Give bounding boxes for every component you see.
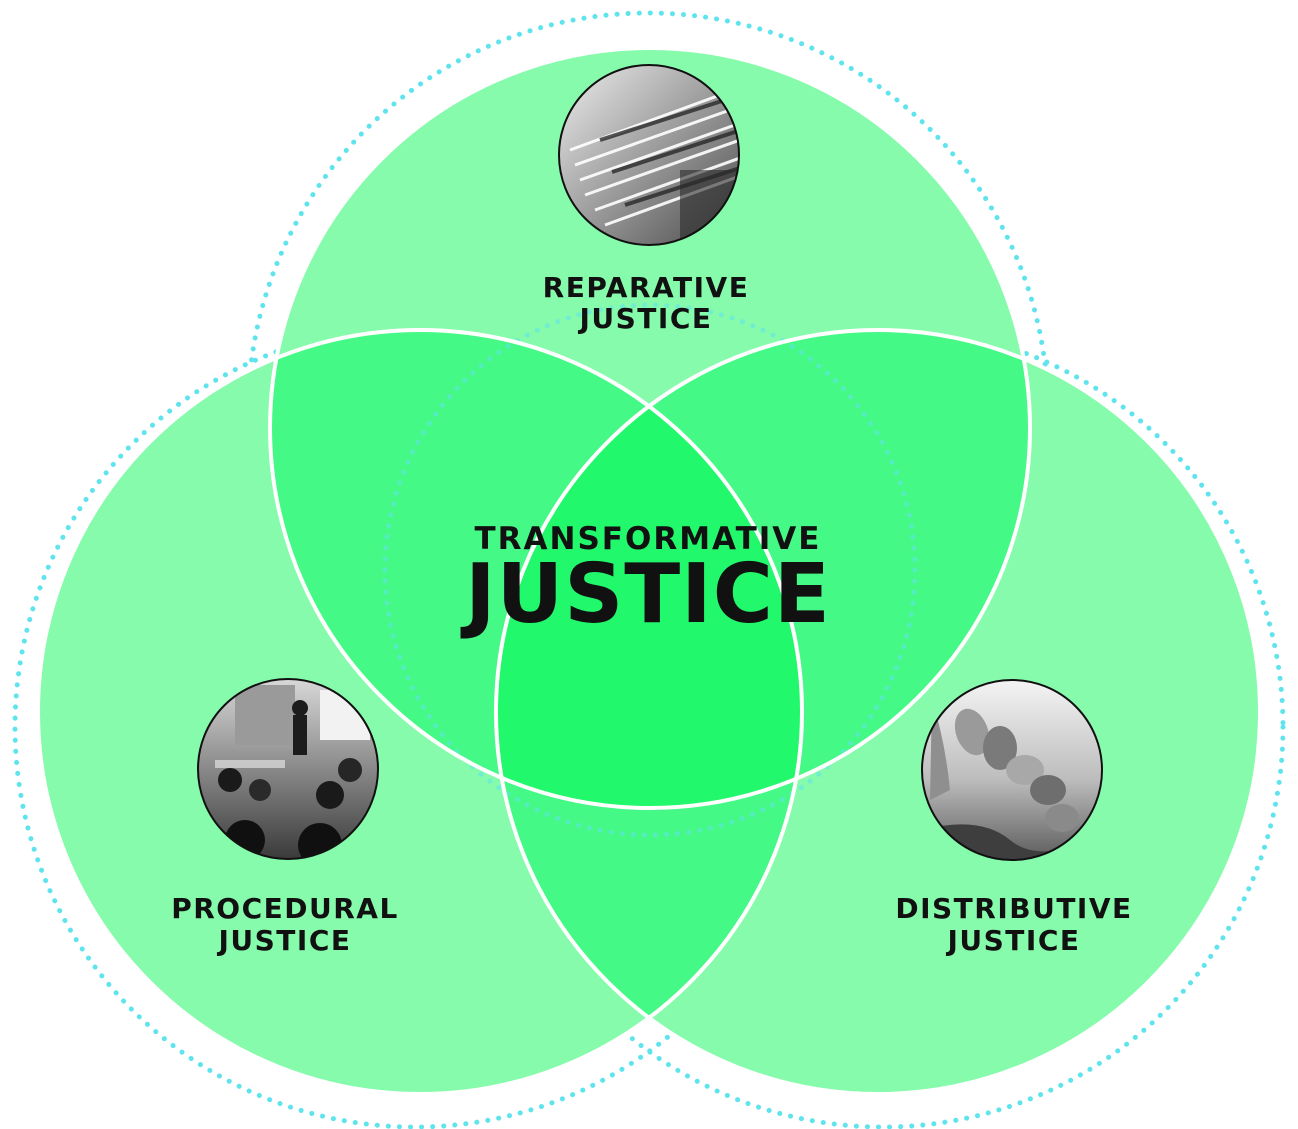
label-distributive: DISTRIBUTIVE JUSTICE xyxy=(895,892,1132,957)
circle-outlines xyxy=(36,46,1262,1096)
stacked-papers-photo xyxy=(558,64,740,246)
transformative-line2: JUSTICE xyxy=(460,547,831,642)
procedural-line1: PROCEDURAL xyxy=(171,892,399,925)
inner-dotted-ring xyxy=(382,302,918,838)
reparative-line1: REPARATIVE xyxy=(543,271,750,304)
distributive-line1: DISTRIBUTIVE xyxy=(895,892,1132,925)
procedural-line2: JUSTICE xyxy=(216,924,351,957)
label-procedural: PROCEDURAL JUSTICE xyxy=(171,892,399,957)
triple-overlap xyxy=(496,330,802,808)
distributive-line2: JUSTICE xyxy=(945,924,1080,957)
label-reparative: REPARATIVE JUSTICE xyxy=(543,271,750,335)
transformative-line1: TRANSFORMATIVE xyxy=(475,521,822,557)
reparative-line2: JUSTICE xyxy=(577,302,712,335)
label-transformative: TRANSFORMATIVE JUSTICE xyxy=(460,521,831,642)
balanced-stones-photo xyxy=(921,679,1103,861)
